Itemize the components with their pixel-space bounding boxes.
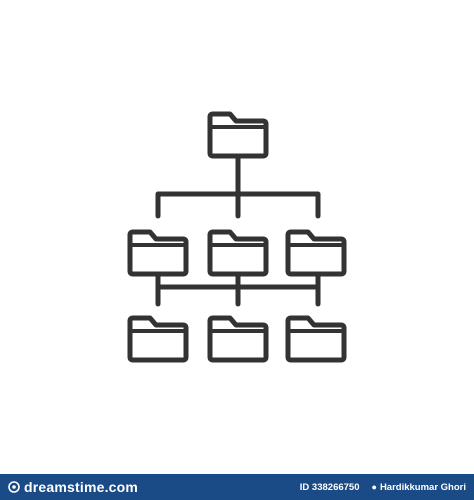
folder-icon — [285, 229, 347, 277]
folder-icon — [127, 315, 189, 363]
folder-group — [127, 111, 347, 363]
image-id-text: ID 338266750 — [299, 481, 360, 493]
author-name: Hardikkumar Ghori — [379, 481, 466, 493]
image-id: ID 338266750 — [300, 482, 360, 493]
brand-mark-icon — [8, 481, 20, 493]
watermark-footer-bar: dreamstime.com ID 338266750 ● Hardikkuma… — [0, 474, 474, 500]
image-credits: ID 338266750 ● Hardikkumar Ghori — [300, 482, 466, 493]
folder-hierarchy-icon — [127, 111, 347, 363]
brand-text: dreamstime.com — [24, 479, 139, 495]
folder-icon — [207, 111, 269, 159]
user-icon: ● — [371, 482, 377, 492]
folder-icon — [207, 315, 269, 363]
folder-icon — [285, 315, 347, 363]
connector-lines — [155, 153, 321, 307]
author-credit: ● Hardikkumar Ghori — [372, 482, 467, 493]
folder-icon — [207, 229, 269, 277]
image-canvas — [127, 111, 347, 363]
folder-icon — [127, 229, 189, 277]
brand-logo: dreamstime.com — [8, 479, 138, 495]
